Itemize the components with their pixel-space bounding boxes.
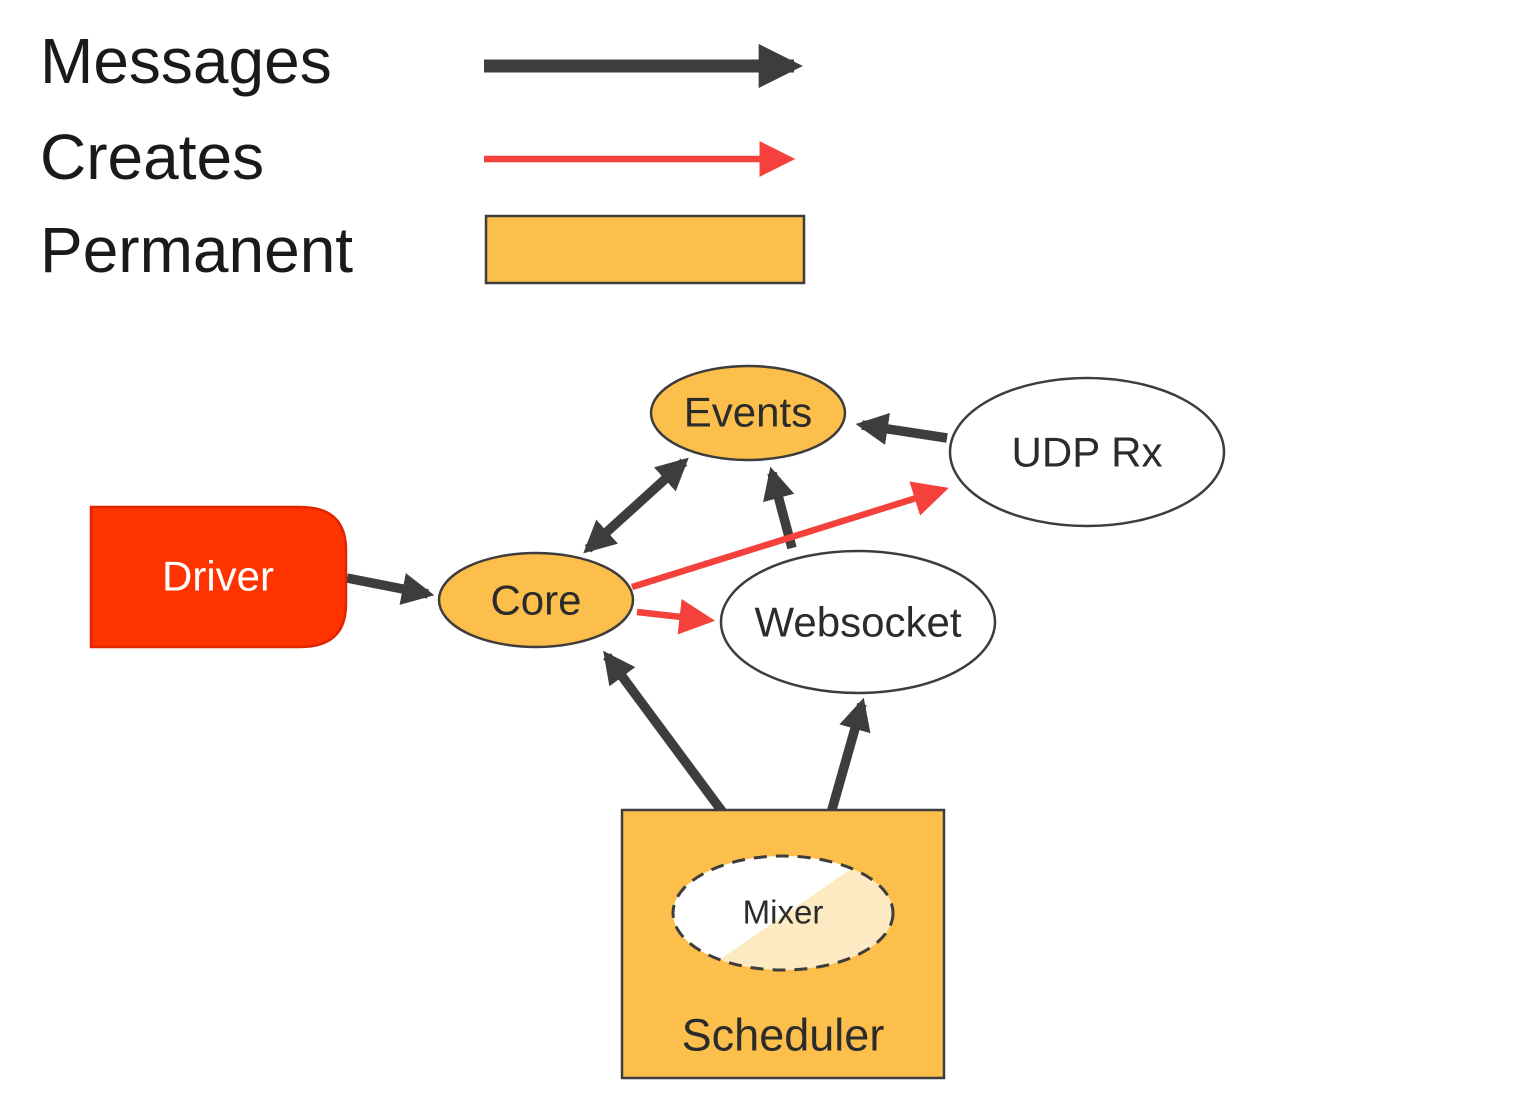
nodes: Scheduler Mixer Events UDP Rx Driver Cor… [89, 364, 1226, 1080]
legend-messages-label: Messages [40, 25, 332, 97]
node-websocket: Websocket [719, 549, 997, 695]
mixer-ellipse [671, 854, 895, 972]
driver-shape [89, 505, 348, 649]
edge-driver-core [346, 573, 435, 605]
websocket-ellipse [719, 549, 997, 695]
legend-permanent-label: Permanent [40, 214, 353, 286]
legend-permanent-swatch [484, 214, 806, 285]
node-driver: Driver [89, 505, 348, 649]
core-ellipse [437, 551, 635, 649]
udp-rx-ellipse [948, 376, 1226, 528]
node-events: Events [649, 364, 847, 462]
edge-scheduler-websocket [826, 697, 871, 815]
udp-rx-label: UDP Rx [1012, 429, 1163, 476]
node-udp-rx: UDP Rx [948, 376, 1226, 528]
events-ellipse [649, 364, 847, 462]
edge-core-websocket-creates [636, 599, 716, 635]
node-mixer: Mixer [671, 854, 895, 972]
core-label: Core [490, 577, 581, 624]
node-core: Core [437, 551, 635, 649]
edge-core-events [583, 457, 689, 554]
scheduler-label: Scheduler [682, 1010, 885, 1061]
edges [346, 412, 949, 847]
websocket-label: Websocket [755, 599, 962, 646]
driver-label: Driver [162, 553, 274, 600]
edge-core-udprx-creates [631, 481, 949, 591]
node-scheduler: Scheduler Mixer [620, 808, 946, 1080]
legend-creates-label: Creates [40, 121, 264, 193]
events-label: Events [684, 389, 812, 436]
edge-udprx-events [855, 412, 948, 445]
legend: Messages Creates Permanent [40, 25, 806, 286]
mixer-label: Mixer [743, 894, 824, 931]
